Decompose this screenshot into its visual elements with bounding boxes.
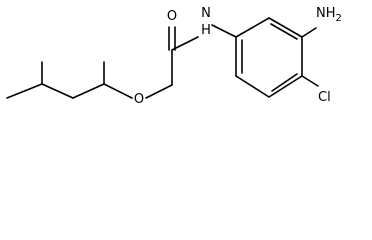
ether-oxygen-label: O: [134, 92, 144, 107]
bond-ch-ether-o: [103, 83, 133, 99]
atom-labels: O N H O NH2 Cl: [134, 6, 342, 107]
bond-ch2-ch: [72, 83, 105, 99]
amino-nh-text: NH: [316, 6, 336, 21]
bond-ether-o-ch2: [145, 84, 173, 99]
bond-carbonyl-nitrogen: [171, 36, 199, 51]
ring-bond-2: [235, 75, 270, 98]
ring-substituents: [301, 27, 319, 87]
bond-ring-amino: [301, 27, 317, 38]
alkyl-chain: [6, 61, 173, 99]
bond-ch-ch2: [41, 83, 74, 99]
ring-bond-5: [268, 17, 303, 38]
chemical-structure-diagram: O N H O NH2 Cl: [6, 6, 342, 107]
amide-nitrogen-label: N: [201, 6, 211, 21]
carbonyl-oxygen-label: O: [167, 9, 177, 24]
chlorine-label: Cl: [318, 90, 331, 105]
ring-bond-3: [268, 75, 303, 98]
ring-bond-6: [235, 17, 270, 38]
bond-ring-chlorine: [301, 75, 319, 87]
amide-group: [168, 24, 237, 86]
benzene-ring: [235, 17, 303, 98]
bond-nitrogen-ring: [211, 24, 237, 38]
amide-hydrogen-label: H: [201, 23, 211, 38]
amino-group-label: NH2: [316, 6, 342, 24]
bond-methyl-left: [6, 83, 43, 99]
ring-inner-double-3: [270, 23, 298, 40]
amino-subscript-text: 2: [336, 13, 342, 24]
ring-inner-double-2: [271, 73, 298, 92]
